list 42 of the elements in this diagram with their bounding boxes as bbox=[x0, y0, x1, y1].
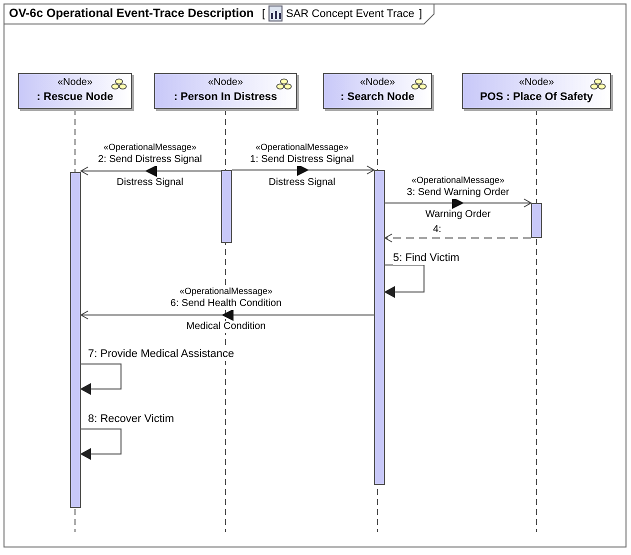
message-label: 3: Send Warning Order bbox=[406, 187, 510, 199]
stereotype-label: «OperationalMessage» bbox=[179, 286, 273, 297]
lifeline-head bbox=[323, 73, 432, 109]
conveyed-item-label: Warning Order bbox=[425, 209, 491, 221]
message-label: 1: Send Distress Signal bbox=[250, 154, 354, 166]
lifeline-head bbox=[462, 73, 611, 109]
self-message-arrow bbox=[80, 364, 122, 395]
conveyed-item-label: Medical Condition bbox=[186, 321, 266, 333]
stereotype-label: «Node» bbox=[57, 77, 93, 88]
message-label: 2: Send Distress Signal bbox=[98, 154, 202, 166]
message-label: 7: Provide Medical Assistance bbox=[88, 348, 234, 361]
stereotype-label: «Node» bbox=[208, 77, 244, 88]
activation-bar bbox=[374, 170, 385, 485]
self-message-arrow bbox=[80, 428, 122, 460]
diagram-title: OV-6c Operational Event-Trace Description bbox=[9, 6, 254, 20]
lifeline-name: : Person In Distress bbox=[174, 91, 278, 103]
stereotype-label: «Node» bbox=[518, 77, 554, 88]
message-arrow bbox=[80, 310, 374, 321]
lifeline-head bbox=[154, 73, 297, 109]
conveyed-item-label: Distress Signal bbox=[268, 177, 336, 189]
lifeline-name: POS : Place Of Safety bbox=[480, 91, 594, 103]
activation-bar bbox=[221, 170, 232, 243]
bracket: ] bbox=[419, 8, 422, 21]
lifeline-head bbox=[18, 73, 132, 109]
return-message-arrow bbox=[384, 234, 532, 242]
message-label: 6: Send Health Condition bbox=[170, 298, 282, 310]
stereotype-label: «OperationalMessage» bbox=[103, 142, 197, 153]
message-arrow bbox=[80, 166, 222, 177]
self-message-arrow bbox=[384, 264, 424, 298]
activation-bar bbox=[531, 203, 542, 238]
lifeline-name: : Search Node bbox=[340, 91, 414, 103]
diagram-name: SAR Concept Event Trace bbox=[286, 8, 414, 21]
conveyed-item-label: Distress Signal bbox=[116, 177, 184, 189]
lifeline-name: : Rescue Node bbox=[36, 91, 114, 103]
message-arrow bbox=[232, 166, 375, 176]
stereotype-label: «Node» bbox=[360, 77, 396, 88]
activation-bar bbox=[70, 172, 81, 508]
bracket: [ bbox=[262, 8, 266, 21]
stereotype-label: «OperationalMessage» bbox=[411, 175, 505, 186]
stereotype-label: «OperationalMessage» bbox=[255, 142, 349, 153]
message-arrow bbox=[384, 198, 532, 209]
message-label: 5: Find Victim bbox=[393, 252, 460, 265]
